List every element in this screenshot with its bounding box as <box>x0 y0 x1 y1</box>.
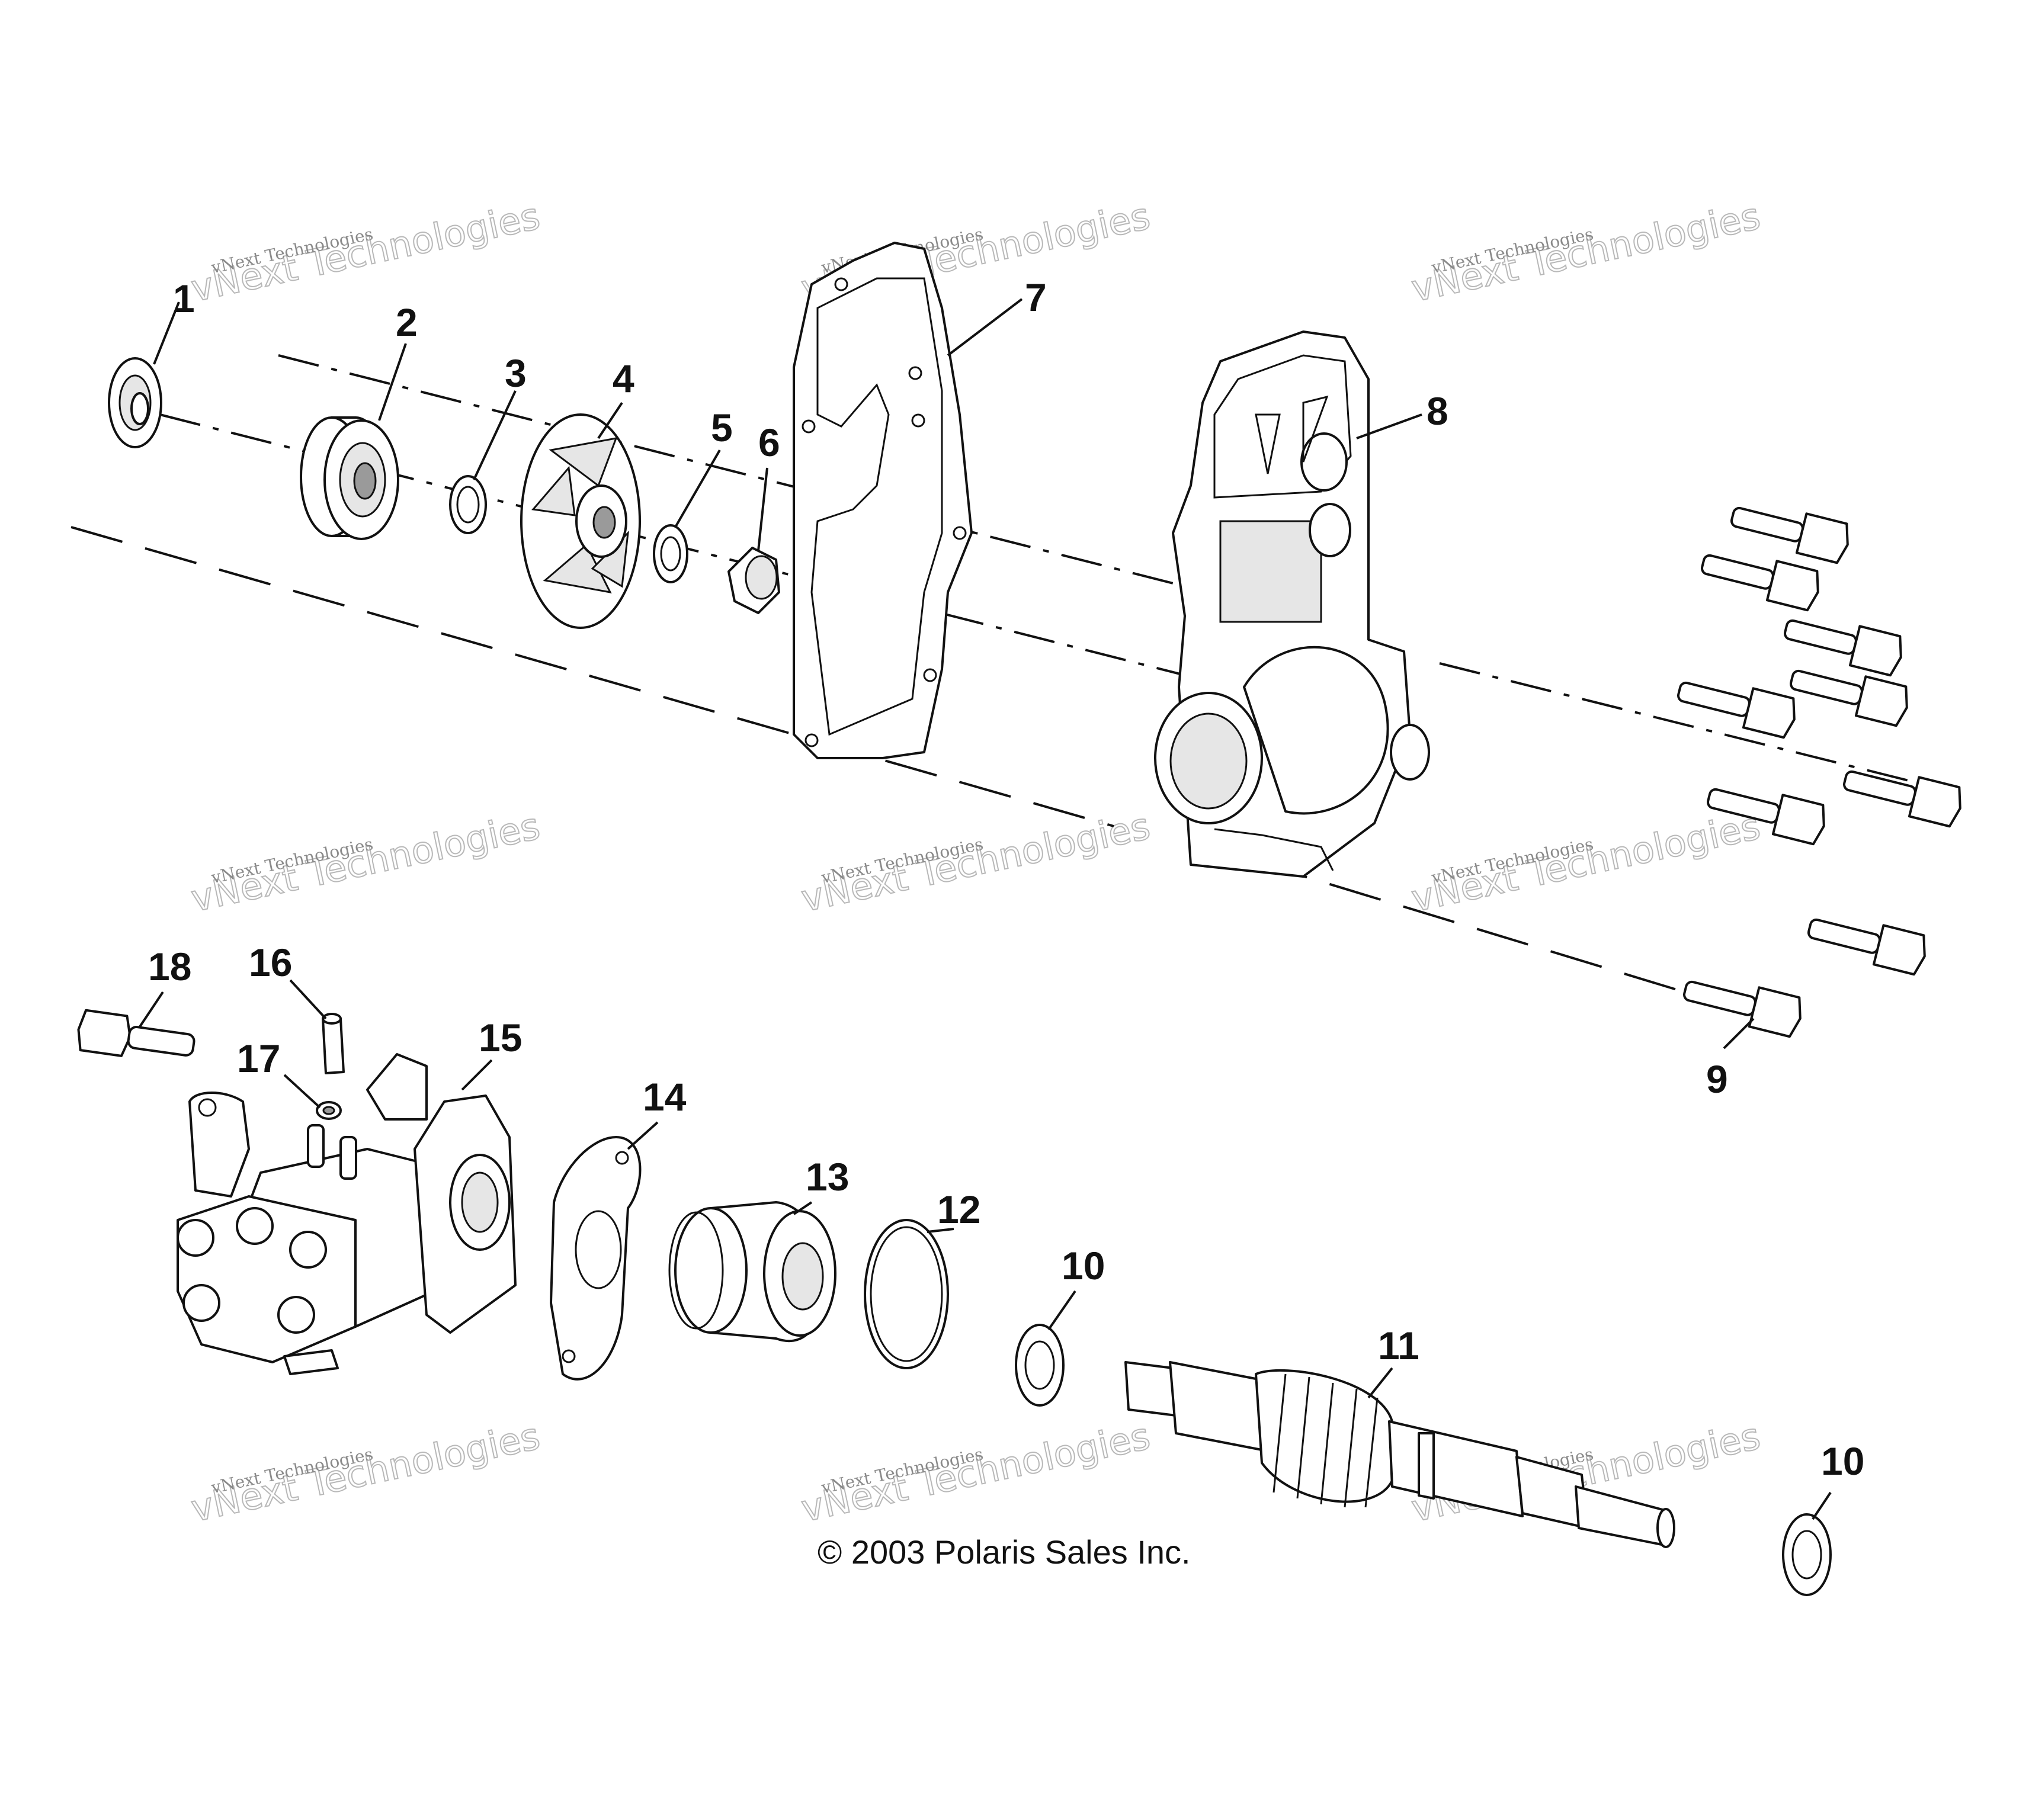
part-11-shaft <box>1124 1361 1675 1548</box>
leader-lines <box>138 298 1832 1520</box>
part-5-washer <box>653 524 688 583</box>
callout-10b: 10 <box>1821 1439 1864 1483</box>
part-17-small-seal <box>316 1101 342 1120</box>
callout-15: 15 <box>479 1016 522 1060</box>
part-8-cover <box>1154 330 1430 878</box>
callout-2: 2 <box>396 300 418 344</box>
callout-11: 11 <box>1378 1324 1419 1368</box>
callout-14: 14 <box>643 1075 687 1119</box>
part-9-bolts <box>1677 506 1961 1038</box>
callout-5: 5 <box>711 406 733 450</box>
callout-labels: 1 2 3 4 5 6 7 8 9 10 10 11 12 13 14 15 1… <box>148 275 1864 1483</box>
callout-7: 7 <box>1025 275 1047 319</box>
callout-18: 18 <box>148 945 191 988</box>
callout-4: 4 <box>613 357 634 400</box>
callout-13: 13 <box>806 1155 849 1199</box>
copyright-notice: © 2003 Polaris Sales Inc. <box>818 1533 1191 1571</box>
callout-1: 1 <box>173 277 195 320</box>
callout-10a: 10 <box>1062 1244 1105 1288</box>
callout-12: 12 <box>937 1187 980 1231</box>
callout-9: 9 <box>1706 1057 1728 1101</box>
part-6-nut <box>727 547 780 614</box>
part-12-o-ring <box>864 1219 949 1369</box>
part-10-washer-b <box>1782 1513 1832 1596</box>
part-18-bolt <box>77 1009 195 1057</box>
part-7-gasket <box>793 242 973 759</box>
part-10-washer-a <box>1015 1324 1065 1407</box>
part-15-pump <box>177 1053 517 1375</box>
part-16-pin <box>322 1013 345 1074</box>
part-1-seal <box>108 357 162 448</box>
callout-3: 3 <box>505 351 527 395</box>
part-3-washer <box>449 475 487 534</box>
callout-8: 8 <box>1427 389 1448 433</box>
callout-16: 16 <box>249 941 292 984</box>
part-2-bearing <box>300 416 399 540</box>
part-4-impeller <box>520 413 641 629</box>
watermark-group: vNext Technologies vNext Technologies vN… <box>187 194 1764 1531</box>
part-14-gasket <box>550 1136 642 1381</box>
callout-6: 6 <box>758 421 780 464</box>
callout-17: 17 <box>237 1036 280 1080</box>
part-13-sleeve <box>668 1201 836 1342</box>
